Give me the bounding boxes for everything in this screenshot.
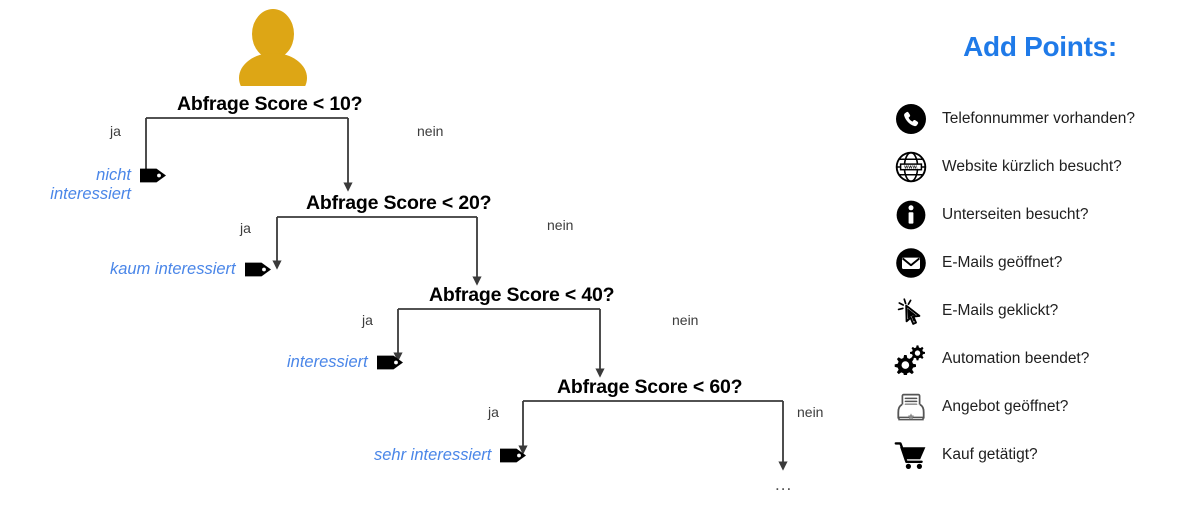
tag-icon [500, 448, 527, 463]
point-row-angebot: Angebot geöffnet? [894, 383, 1200, 431]
globe-www-icon: WWW. [894, 150, 928, 184]
node-question-q10: Abfrage Score < 10? [177, 93, 363, 115]
edge-label-q10-no: nein [417, 123, 444, 139]
leaf-label-line2: interessiert [50, 185, 131, 204]
leaf-nicht-interessiert: nicht interessiert [32, 166, 167, 205]
edge-label-q60-no: nein [797, 404, 824, 420]
leaf-label: kaum interessiert [110, 260, 236, 278]
envelope-circle-icon [894, 246, 928, 280]
shopping-cart-icon [894, 438, 928, 472]
document-hands-icon [894, 390, 928, 424]
node-question-q20: Abfrage Score < 20? [306, 192, 492, 214]
info-circle-icon [894, 198, 928, 232]
point-row-website: WWW. Website kürzlich besucht? [894, 143, 1200, 191]
node-question-q60: Abfrage Score < 60? [557, 376, 743, 398]
leaf-kaum-interessiert: kaum interessiert [110, 260, 272, 279]
point-row-telefonnummer: Telefonnummer vorhanden? [894, 95, 1200, 143]
phone-circle-icon [894, 102, 928, 136]
tag-icon [376, 355, 403, 370]
add-points-title: Add Points: [963, 31, 1117, 62]
point-row-emails-geklickt: E-Mails geklickt? [894, 287, 1200, 335]
svg-text:WWW.: WWW. [904, 165, 917, 170]
point-row-kauf: Kauf getätigt? [894, 431, 1200, 479]
click-cursor-icon [894, 294, 928, 328]
edge-label-q20-yes: ja [240, 220, 251, 236]
tag-icon [244, 262, 271, 277]
point-label: E-Mails geöffnet? [942, 254, 1063, 272]
add-points-list: Telefonnummer vorhanden? WWW. Website kü… [894, 95, 1200, 479]
point-label: Unterseiten besucht? [942, 206, 1089, 224]
point-label: Website kürzlich besucht? [942, 158, 1122, 176]
tag-icon [140, 169, 166, 183]
point-label: Automation beendet? [942, 350, 1090, 368]
point-row-unterseiten: Unterseiten besucht? [894, 191, 1200, 239]
node-question-q40: Abfrage Score < 40? [429, 284, 615, 306]
gears-icon [894, 342, 928, 376]
point-label: Angebot geöffnet? [942, 398, 1069, 416]
decision-tree-panel: Abfrage Score < 10? Abfrage Score < 20? … [32, 9, 824, 494]
leaf-label-line1: nicht [96, 166, 131, 184]
point-row-automation: Automation beendet? [894, 335, 1200, 383]
edge-label-q40-yes: ja [362, 312, 373, 328]
leaf-sehr-interessiert: sehr interessiert [374, 446, 527, 465]
point-label: E-Mails geklickt? [942, 302, 1059, 320]
edge-label-q20-no: nein [547, 217, 574, 233]
add-points-panel: Add Points: Telefonnummer vorhanden? [880, 0, 1200, 513]
edge-label-q10-yes: ja [110, 123, 121, 139]
point-label: Kauf getätigt? [942, 446, 1038, 464]
point-label: Telefonnummer vorhanden? [942, 110, 1136, 128]
leaf-label: sehr interessiert [374, 446, 492, 464]
leaf-label: interessiert [287, 353, 368, 371]
person-avatar-icon [239, 9, 307, 86]
tree-connectors [141, 117, 788, 471]
edge-label-q40-no: nein [672, 312, 699, 328]
terminal-ellipsis: ... [775, 475, 793, 494]
edge-label-q60-yes: ja [488, 404, 499, 420]
point-row-emails-geoeffnet: E-Mails geöffnet? [894, 239, 1200, 287]
leaf-interessiert: interessiert [287, 353, 404, 372]
